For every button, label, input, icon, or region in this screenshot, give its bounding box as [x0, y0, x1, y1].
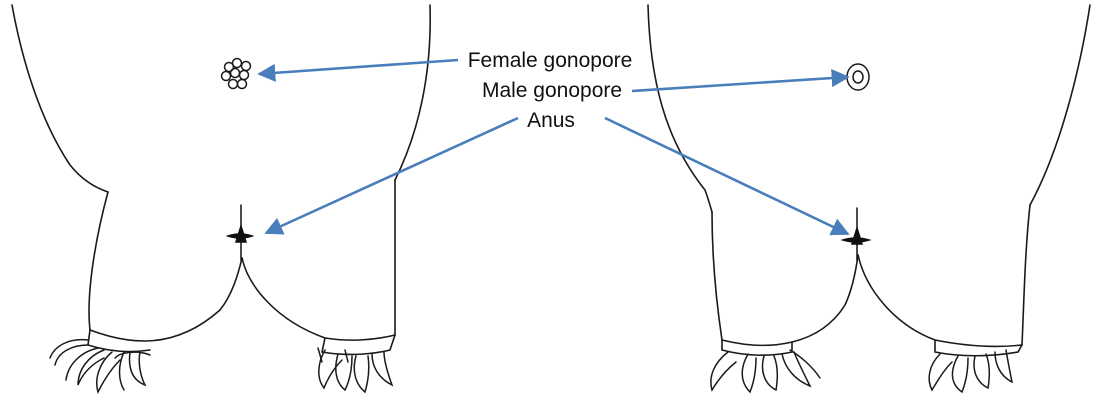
- female-gonopore-rosette: [222, 59, 251, 89]
- arrow-anus-left: [266, 118, 518, 233]
- female-specimen-outline: [12, 5, 430, 354]
- label-female-gonopore: Female gonopore: [468, 50, 633, 71]
- male-left-claws: [711, 350, 820, 392]
- male-specimen-outline: [648, 5, 1090, 356]
- label-male-gonopore: Male gonopore: [482, 80, 622, 101]
- arrow-anus-right: [605, 118, 848, 234]
- female-anus-mark: [228, 205, 252, 260]
- arrow-male-gonopore: [632, 77, 848, 91]
- male-gonopore-ring: [847, 64, 869, 90]
- label-anus: Anus: [527, 110, 575, 131]
